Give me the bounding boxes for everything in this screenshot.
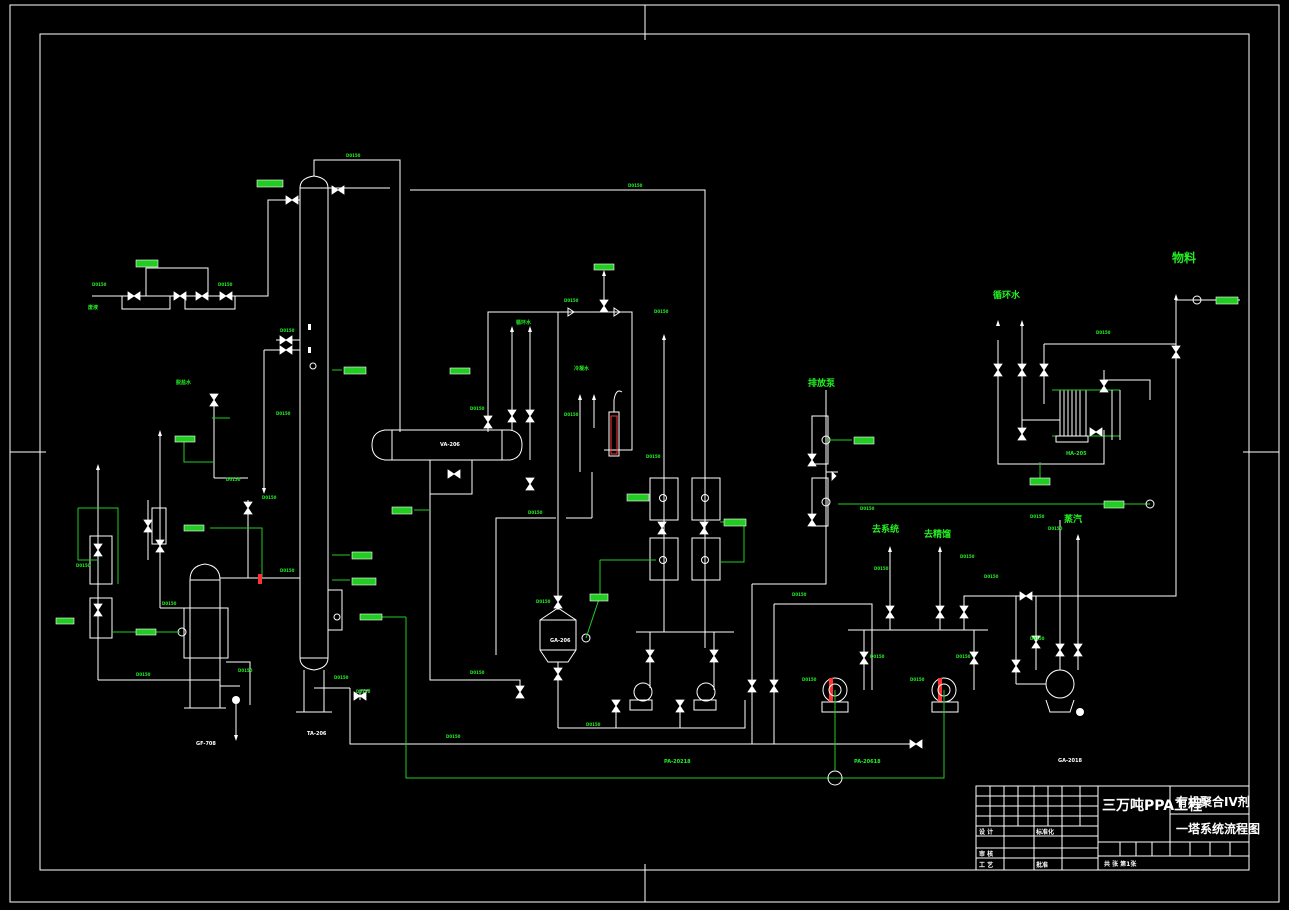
svg-text:D0150: D0150 — [860, 506, 875, 511]
svg-text:D0150: D0150 — [76, 563, 91, 568]
arrow-marker-a — [567, 307, 575, 317]
arrow-heads — [96, 270, 1178, 741]
svg-text:D0150: D0150 — [628, 183, 643, 188]
title-row-process: 工 艺 — [979, 861, 993, 869]
svg-text:D0150: D0150 — [984, 574, 999, 579]
title-standard: 标准化 — [1035, 828, 1054, 836]
instrument-tags — [55, 179, 1239, 636]
reboiler-label: GA-206 — [550, 638, 571, 644]
svg-text:D0150: D0150 — [874, 566, 889, 571]
svg-text:D0150: D0150 — [276, 411, 291, 416]
valves — [93, 185, 1181, 749]
svg-text:D0150: D0150 — [956, 654, 971, 659]
right-header — [811, 300, 1177, 690]
title-sheet: 共 张 第1张 — [1104, 860, 1137, 868]
svg-text:D0150: D0150 — [1048, 526, 1063, 531]
svg-text:D0150: D0150 — [564, 298, 579, 303]
line-tags: D0150 D0150 D0150 D0150 D0150 D0150 D015… — [76, 153, 1111, 739]
label-condensate: 冷凝水 — [574, 365, 590, 372]
svg-text:D0150: D0150 — [334, 675, 349, 680]
pump-right-label: GA-2018 — [1058, 758, 1082, 764]
label-waste: 废液 — [88, 304, 99, 311]
left-tank-label: GF-708 — [196, 741, 216, 747]
label-circ: 循环水 — [516, 319, 532, 326]
svg-text:D0150: D0150 — [960, 554, 975, 559]
label-steam-right: 蒸汽 — [1064, 513, 1082, 525]
label-rect: 排放泵 — [808, 377, 836, 389]
svg-text:D0150: D0150 — [536, 599, 551, 604]
svg-text:D0150: D0150 — [470, 670, 485, 675]
title-drawing: 一塔系统流程图 — [1176, 821, 1260, 836]
label-other-right: 去精馏 — [924, 528, 951, 540]
svg-text:D0150: D0150 — [446, 734, 461, 739]
bottom-pump-b-label: PA-20618 — [854, 759, 881, 765]
pump-small-b[interactable] — [693, 682, 717, 711]
reflux-drum[interactable] — [371, 429, 523, 495]
instrument-lines — [77, 295, 1202, 786]
svg-text:D0150: D0150 — [564, 412, 579, 417]
title-row-review: 审 核 — [979, 850, 993, 858]
svg-text:D0150: D0150 — [226, 477, 241, 482]
bottom-pump-a-label: PA-20218 — [664, 759, 691, 765]
svg-text:D0150: D0150 — [792, 592, 807, 597]
svg-text:D0150: D0150 — [528, 510, 543, 515]
title-block — [975, 785, 1250, 871]
pump-bottom-b[interactable] — [931, 677, 959, 713]
label-feed-right: 物料 — [1172, 250, 1196, 265]
svg-text:D0150: D0150 — [92, 282, 107, 287]
svg-text:D0150: D0150 — [910, 677, 925, 682]
hx-right-label: HA-205 — [1066, 451, 1087, 457]
svg-text:D0150: D0150 — [1030, 636, 1045, 641]
title-approve: 批准 — [1036, 861, 1048, 869]
label-cooling-water: 循环水 — [993, 289, 1021, 301]
pump-right-large[interactable] — [1045, 669, 1084, 716]
distillation-column[interactable] — [296, 175, 343, 713]
svg-text:D0150: D0150 — [280, 568, 295, 573]
label-desalted: 脱盐水 — [175, 379, 192, 386]
svg-text:D0150: D0150 — [654, 309, 669, 314]
pump-small-a[interactable] — [629, 682, 653, 711]
svg-text:D0150: D0150 — [346, 153, 361, 158]
arrow-marker-b — [613, 307, 621, 317]
title-row-design: 设 计 — [979, 828, 993, 836]
svg-text:D0150: D0150 — [356, 689, 371, 694]
drum-label: VA-206 — [440, 442, 460, 448]
svg-text:D0150: D0150 — [136, 672, 151, 677]
svg-text:D0150: D0150 — [162, 601, 177, 606]
svg-text:D0150: D0150 — [238, 668, 253, 673]
svg-text:D0150: D0150 — [1030, 514, 1045, 519]
svg-text:D0150: D0150 — [802, 677, 817, 682]
svg-text:D0150: D0150 — [280, 328, 295, 333]
overhead-lines — [92, 159, 706, 648]
title-company: 有机聚合IV剂 — [1176, 794, 1250, 809]
column-label: TA-206 — [307, 731, 327, 737]
title-project: 三万吨PPA工程 — [1102, 797, 1202, 814]
pump-header — [615, 340, 734, 728]
svg-text:D0150: D0150 — [586, 722, 601, 727]
svg-text:D0150: D0150 — [218, 282, 233, 287]
svg-text:D0150: D0150 — [870, 654, 885, 659]
svg-text:D0150: D0150 — [262, 495, 277, 500]
svg-text:D0150: D0150 — [646, 454, 661, 459]
left-lines — [89, 339, 300, 735]
bottom-lines — [314, 390, 920, 745]
svg-text:D0150: D0150 — [1096, 330, 1111, 335]
heat-exchanger[interactable] — [997, 299, 1240, 465]
label-to-right: 去系统 — [872, 523, 899, 535]
svg-text:D0150: D0150 — [470, 406, 485, 411]
sheet-border — [9, 4, 1280, 903]
feed-marker — [258, 574, 262, 584]
